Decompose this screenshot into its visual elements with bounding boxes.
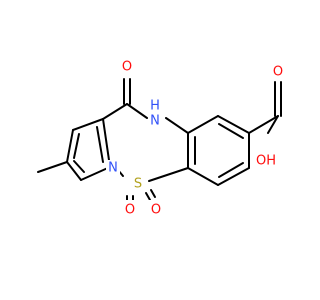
bond-acid-c-ring [248, 115, 279, 134]
atom-oh-acid: OH [256, 154, 276, 169]
bond-s-o-right-a [145, 192, 151, 201]
bond-carbonyl-c-nh [126, 103, 148, 119]
bond-methyl [37, 161, 68, 173]
mask-oh-acid [250, 152, 282, 170]
bond-pyrrole-c3-c3a [72, 118, 104, 131]
mask-n-pyrrole [106, 160, 120, 176]
mask-o-sulfonyl-left [121, 200, 139, 218]
bond-pyrrole-c3a-n-inner [96, 126, 104, 163]
bond-s-aryl-c [148, 167, 189, 182]
molecule-structure: O N H N S O O O OH [37, 58, 287, 218]
mask-o-sulfonyl-right [147, 200, 165, 218]
atom-label-layer: O N H N S O O O OH [106, 58, 287, 218]
atom-n-amide: N [150, 114, 160, 129]
bond-benzene-c4-c3-inner [218, 162, 244, 178]
bond-pyrrole-c2-c3-inner [73, 133, 80, 159]
bond-s-o-right-b [150, 189, 156, 198]
mask-s-sulfonyl [130, 176, 146, 192]
bond-pyrrole-c1-c2 [66, 161, 82, 181]
bond-benzene-c6-c5 [217, 115, 250, 134]
atom-o-sulfonyl-left: O [125, 203, 135, 218]
bond-benzene-c1-c6 [187, 115, 219, 134]
bond-benzene-c6-c5-inner [218, 123, 244, 139]
bond-acid-c-oh [267, 115, 279, 134]
bond-pyrrole-c3a-n [102, 118, 111, 168]
atom-n-pyrrole: N [108, 161, 118, 176]
atom-o-carbonyl: O [122, 60, 132, 75]
mask-o-acid-carbonyl [269, 62, 287, 80]
atom-h-amide: H [150, 99, 160, 114]
mask-n-amide [148, 113, 162, 129]
mask-o-carbonyl [118, 58, 136, 76]
bond-pyrrole-c1-c2-inner [73, 160, 85, 173]
bond-layer [37, 78, 282, 201]
bond-nh-aryl-c [165, 117, 189, 134]
bond-benzene-c4-c3 [217, 167, 250, 186]
bond-pyrrole-n-c1 [80, 166, 111, 181]
atom-s-sulfonyl: S [134, 177, 142, 192]
bond-benzene-c3-c2 [187, 167, 219, 186]
bond-pyrrole-c2-c3 [66, 129, 74, 163]
atom-o-acid-carbonyl: O [273, 65, 283, 80]
bond-c3a-carbonyl-c [102, 103, 128, 120]
atom-o-sulfonyl-right: O [151, 203, 161, 218]
